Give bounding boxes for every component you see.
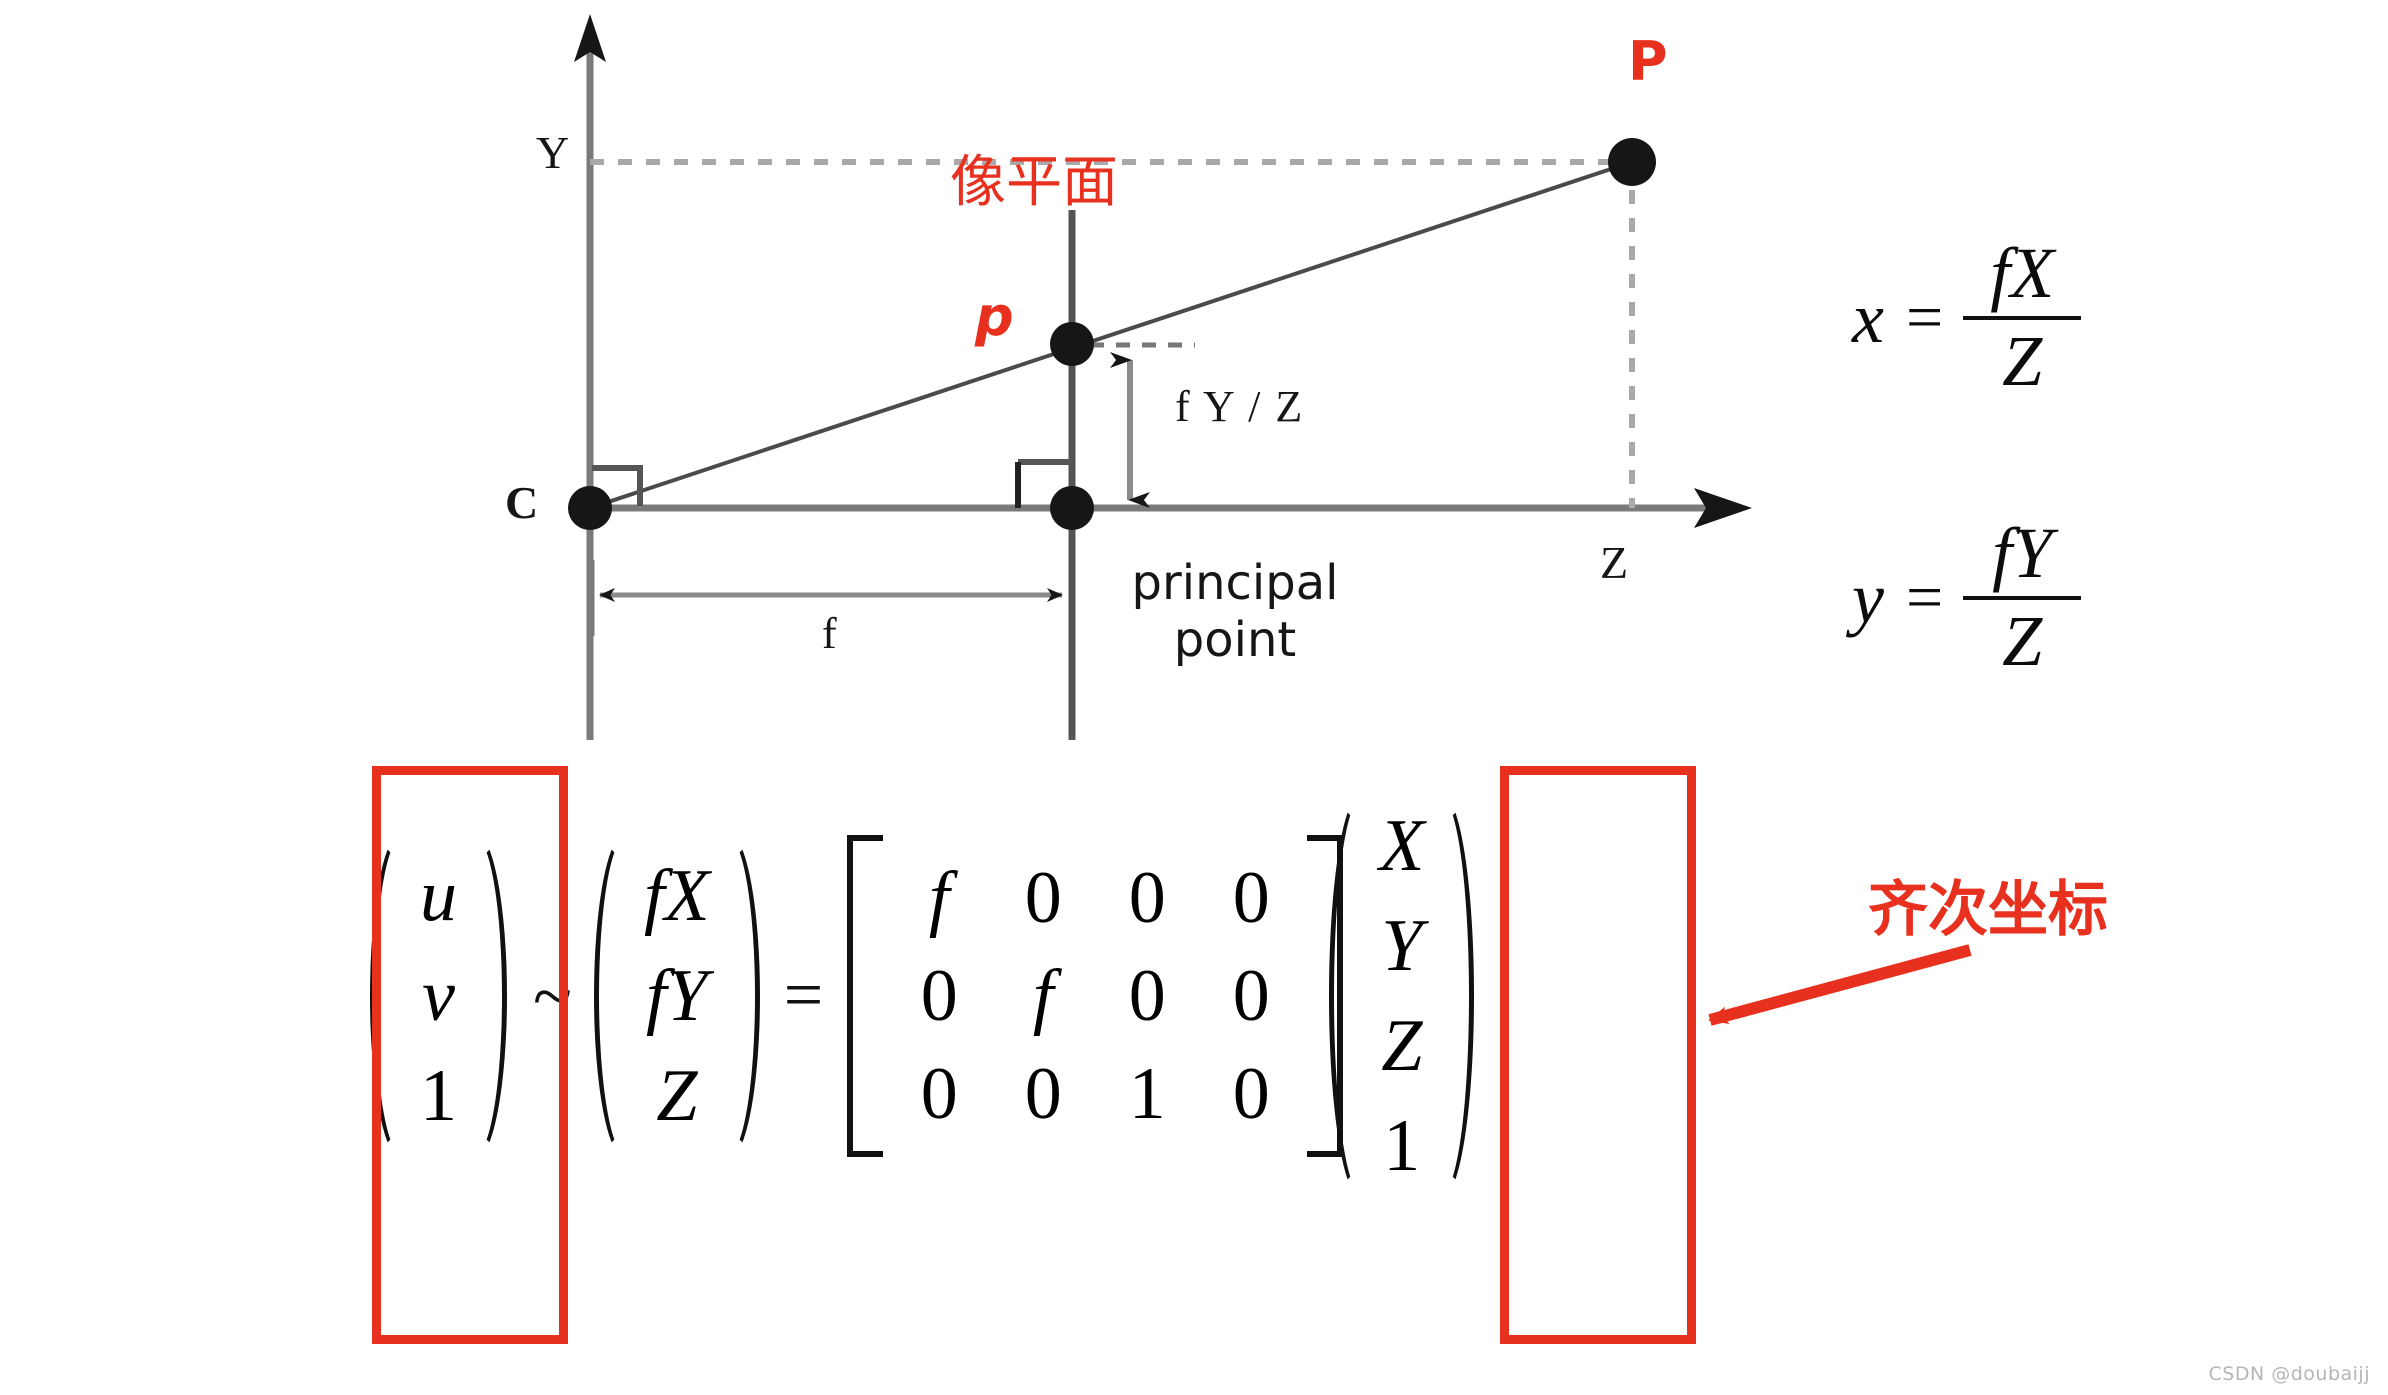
point-camera-center <box>568 486 612 530</box>
fraction-bar <box>1963 595 2082 600</box>
equation-x-denominator: Z <box>2002 320 2043 401</box>
equation-y-denominator: Z <box>2002 600 2043 681</box>
world-vector-cell: 1 <box>1383 1105 1421 1187</box>
equation-x-lhs: x <box>1852 277 1884 358</box>
pinhole-camera-diagram: Y C Z f f Y / Z principal point P p 像平面 <box>0 0 1760 760</box>
callout-arrow-line <box>1708 944 1972 1026</box>
projected-vector-cell: Z <box>656 1055 698 1137</box>
watermark-text: CSDN @doubaijj <box>2208 1363 2370 1385</box>
principal-point-label: principal point <box>1131 555 1339 668</box>
equals-operator: = <box>783 957 824 1034</box>
matrix-cell: f <box>1032 955 1054 1037</box>
matrix-row: f 0 0 0 <box>887 849 1303 947</box>
image-plane-label-cn: 像平面 <box>950 150 1118 215</box>
principal-ray <box>589 160 1633 510</box>
point-principal <box>1050 486 1094 530</box>
equation-y: y = fY Z <box>1852 512 2082 683</box>
equation-x-fraction: fX Z <box>1963 232 2082 403</box>
fraction-bar <box>1963 315 2082 320</box>
projection-matrix-equation: u v 1 ~ fX fY Z = f 0 0 0 0 f <box>370 790 1475 1202</box>
matrix-cell: 0 <box>1128 857 1166 939</box>
paren-left-icon <box>593 828 630 1164</box>
equation-x-equals: = <box>1905 280 1944 354</box>
matrix-cell: 0 <box>1024 857 1062 939</box>
paren-right-icon <box>1438 790 1475 1202</box>
z-axis-label: Z <box>1600 537 1629 588</box>
paren-left-icon <box>370 828 406 1164</box>
matrix-row: 0 0 1 0 <box>887 1045 1303 1143</box>
camera-center-label: C <box>505 477 539 528</box>
matrix-cell: 0 <box>920 1053 958 1135</box>
y-axis-label: Y <box>536 127 570 178</box>
focal-length-label: f <box>822 609 837 658</box>
projection-matrix: f 0 0 0 0 f 0 0 0 0 1 0 <box>847 835 1344 1157</box>
equation-y-fraction: fY Z <box>1963 512 2082 683</box>
world-coordinate-vector: X Y Z 1 <box>1329 790 1475 1202</box>
image-coordinate-vector: u v 1 <box>370 828 507 1164</box>
highlight-box-world-vector <box>1500 766 1696 1344</box>
equation-x-numerator: fX <box>1990 233 2055 313</box>
matrix-cell: 0 <box>1232 1053 1270 1135</box>
paren-right-icon <box>724 828 760 1164</box>
equation-y-numerator: fY <box>1992 513 2053 593</box>
equation-y-equals: = <box>1905 560 1944 634</box>
homogeneous-coordinates-label-cn: 齐次坐标 <box>1868 875 2108 945</box>
world-point-label: P <box>1628 30 1668 93</box>
z-axis-arrowhead <box>1694 488 1752 528</box>
point-world-P <box>1608 138 1656 186</box>
image-point-label: p <box>975 285 1014 348</box>
matrix-cell: 0 <box>1232 857 1270 939</box>
paren-left-icon <box>1329 790 1365 1202</box>
equation-y-lhs: y <box>1852 557 1884 638</box>
diagram-svg <box>568 14 1752 740</box>
projected-vector: fX fY Z <box>593 828 760 1164</box>
equation-x: x = fX Z <box>1852 232 2082 403</box>
point-image-p <box>1050 322 1094 366</box>
homogeneous-callout-arrow <box>1708 944 1972 1026</box>
projection-matrix-body: f 0 0 0 0 f 0 0 0 0 1 0 <box>883 835 1307 1157</box>
matrix-cell: 0 <box>1024 1053 1062 1135</box>
paren-right-icon <box>471 828 507 1164</box>
right-angle-marker-c <box>592 465 643 506</box>
projected-height-label: f Y / Z <box>1175 382 1305 431</box>
matrix-row: 0 f 0 0 <box>887 947 1303 1045</box>
y-axis-arrowhead <box>574 14 606 62</box>
matrix-cell: f <box>928 857 950 939</box>
matrix-cell: 0 <box>1232 955 1270 1037</box>
matrix-cell: 1 <box>1128 1053 1166 1135</box>
similarity-operator: ~ <box>533 956 572 1036</box>
matrix-cell: 0 <box>920 955 958 1037</box>
matrix-cell: 0 <box>1128 955 1166 1037</box>
bracket-left-icon <box>847 835 884 1157</box>
